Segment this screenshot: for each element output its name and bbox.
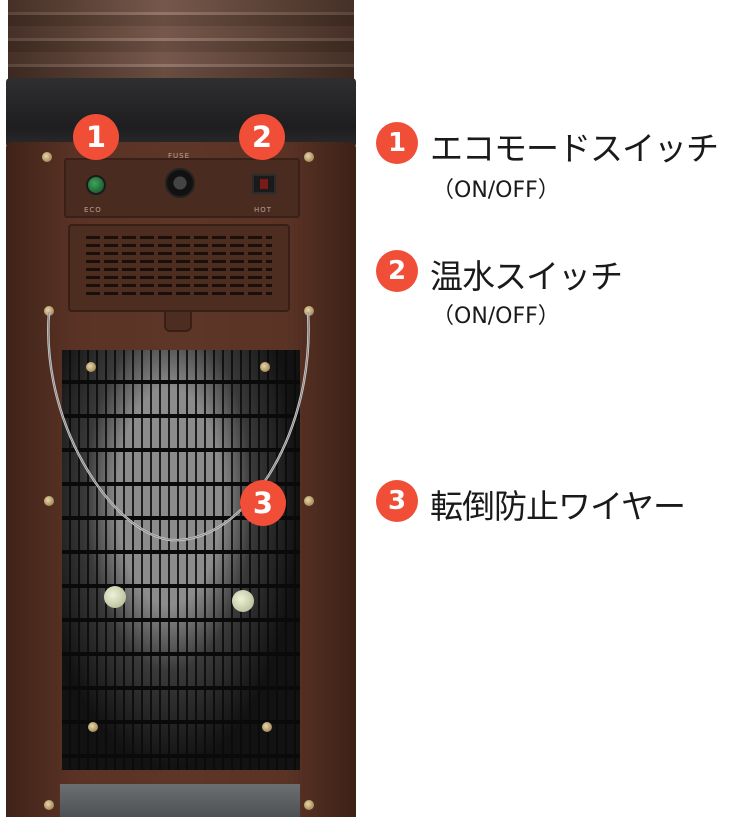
screw <box>260 362 270 372</box>
photo-marker-3: 3 <box>240 480 286 526</box>
screw <box>304 800 314 810</box>
screw <box>42 152 52 162</box>
screw <box>262 722 272 732</box>
anti-tip-wire <box>47 311 310 542</box>
fuse-label: FUSE <box>168 152 191 160</box>
legend-label-hot-water-switch: 温水スイッチ <box>430 257 623 296</box>
screw <box>304 496 314 506</box>
screw <box>304 306 314 316</box>
legend-label-anti-tip-wire: 転倒防止ワイヤー <box>430 487 686 526</box>
screw <box>304 152 314 162</box>
legend-marker-3: 3 <box>376 480 418 522</box>
screw <box>44 800 54 810</box>
fuse-holder <box>165 168 195 198</box>
legend-marker-2: 2 <box>376 250 418 292</box>
vent-slots <box>86 236 272 300</box>
dark-trim-band <box>6 78 356 148</box>
legend-marker-1: 1 <box>376 122 418 164</box>
screw <box>44 306 54 316</box>
cap-knob-right <box>232 590 254 612</box>
legend-sub-hot-water-switch: （ON/OFF） <box>432 304 560 329</box>
top-stripe-panel <box>8 0 354 80</box>
hot-water-switch <box>252 174 276 194</box>
photo-marker-1: 1 <box>73 114 119 160</box>
bottom-plate <box>60 784 300 817</box>
cap-knob-left <box>104 586 126 608</box>
eco-mode-switch <box>86 175 106 195</box>
photo-marker-2: 2 <box>239 114 285 160</box>
vent-tab <box>164 310 192 332</box>
product-photo: ECO FUSE HOT <box>0 0 362 817</box>
eco-label: ECO <box>84 206 102 214</box>
legend-label-eco-mode-switch: エコモードスイッチ <box>430 129 719 168</box>
hot-label: HOT <box>254 206 273 214</box>
screw <box>88 722 98 732</box>
screw <box>86 362 96 372</box>
legend-sub-eco-mode-switch: （ON/OFF） <box>432 178 560 203</box>
condenser-grid <box>62 350 300 770</box>
screw <box>44 496 54 506</box>
